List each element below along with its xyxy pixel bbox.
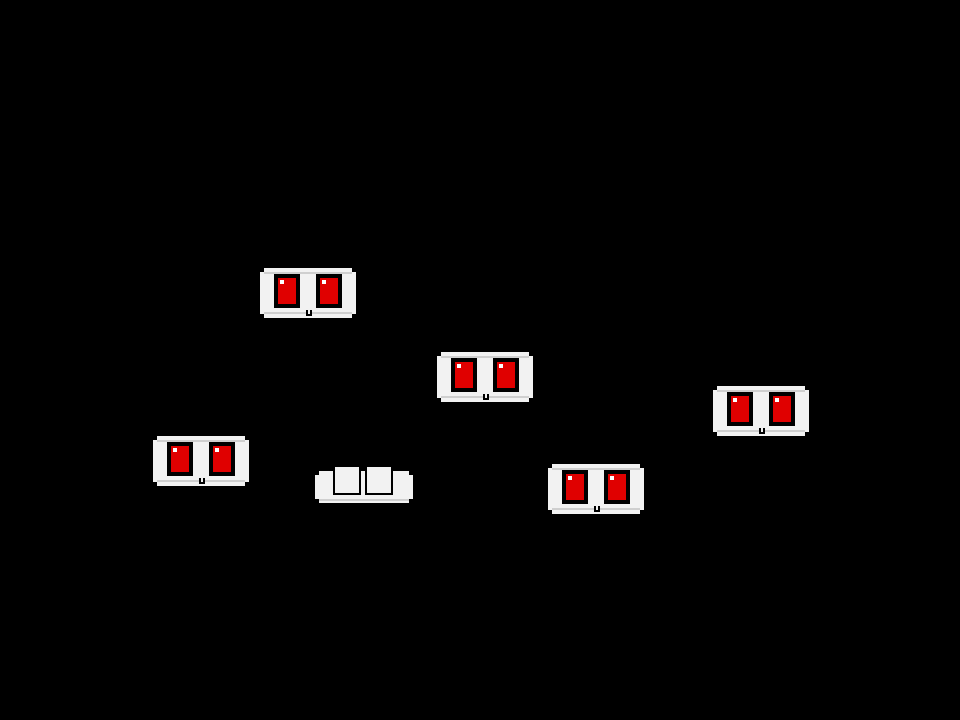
eye-highlight <box>280 280 284 284</box>
creature-eyes-open[interactable] <box>260 268 356 318</box>
creature-eyes-open[interactable] <box>548 464 644 514</box>
creature-sprite <box>548 464 644 514</box>
creature-sprite <box>153 436 249 486</box>
creature-sprite <box>260 268 356 318</box>
creature-sprite-sleeping <box>315 467 413 503</box>
creature-sprite <box>713 386 809 436</box>
creature-eyes-open[interactable] <box>713 386 809 436</box>
creature-eyes-closed[interactable] <box>315 465 413 505</box>
creature-sprite <box>437 352 533 402</box>
creature-eyes-open[interactable] <box>437 352 533 402</box>
creature-eyes-open[interactable] <box>153 436 249 486</box>
